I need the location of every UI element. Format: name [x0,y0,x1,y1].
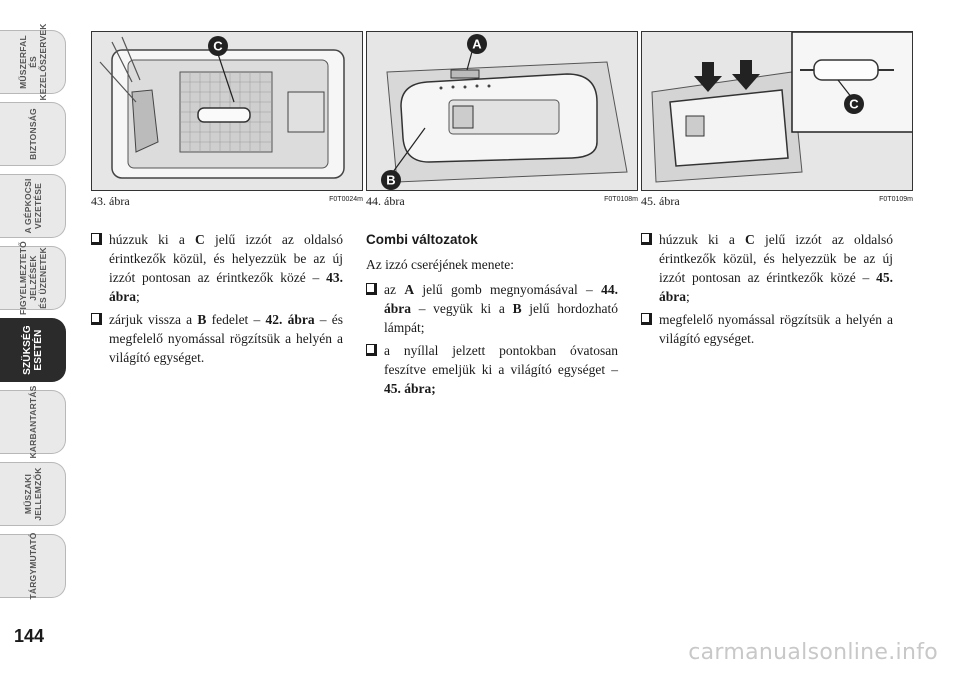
list-item: az A jelű gomb megnyomásával – 44. ábra … [366,280,618,337]
lamp-lift-illustration: C [642,32,912,190]
tab-label: BIZTONSÁG [27,108,38,160]
tab-label: TÁRGYMUTATÓ [27,532,38,600]
figure-44: A B [366,31,638,191]
figure-44-caption: 44. ábra F0T0108m [366,194,638,209]
marker-c: C [849,97,859,112]
figure-43-caption: 43. ábra F0T0024m [91,194,363,209]
section-heading: Combi változatok [366,232,478,247]
caption-text: 45. ábra [641,194,680,208]
lamp-housing-illustration: C [92,32,362,190]
checkbox-bullet-icon [366,344,377,356]
text-column-3: húzzuk ki a C jelű izzót az oldalsó érin… [641,230,893,352]
checkbox-bullet-icon [641,233,652,245]
figure-45: C [641,31,913,191]
figure-code: F0T0024m [329,196,363,203]
list-item: húzzuk ki a C jelű izzót az oldalsó érin… [641,230,893,306]
tab-figyelmezteto-jelzesek[interactable]: FIGYELMEZTETŐ JELZÉSEK ÉS ÜZENETEK [0,241,66,315]
text-column-1: húzzuk ki a C jelű izzót az oldalsó érin… [91,230,343,371]
tab-label: MŰSZAKI JELLEMZŐK [22,467,43,521]
figure-45-caption: 45. ábra F0T0109m [641,194,913,209]
figure-code: F0T0109m [879,196,913,203]
marker-c: C [213,39,223,54]
checkbox-bullet-icon [641,313,652,325]
tab-muszaki-jellemzok[interactable]: MŰSZAKI JELLEMZŐK [0,462,66,526]
figure-code: F0T0108m [604,196,638,203]
intro-text: Az izzó cseréjének menete: [366,257,515,272]
lamp-removal-illustration: A B [367,32,637,190]
list-item: zárjuk vissza a B fedelet – 42. ábra – é… [91,310,343,367]
watermark: carmanualsonline.info [688,640,938,665]
marker-a: A [472,37,482,52]
caption-text: 44. ábra [366,194,405,208]
tab-muszerfal[interactable]: MŰSZERFAL ÉS KEZELŐSZERVEK [0,23,66,101]
tab-szukseg-eseten[interactable]: SZÜKSÉG ESETÉN [0,318,66,382]
tab-biztonsag[interactable]: BIZTONSÁG [0,102,66,166]
list-item: a nyíllal jelzett pontokban óvatosan fes… [366,341,618,398]
marker-b: B [386,173,395,188]
tab-targymutato[interactable]: TÁRGYMUTATÓ [0,532,66,600]
checkbox-bullet-icon [366,283,377,295]
checkbox-bullet-icon [91,233,102,245]
tab-karbantartas[interactable]: KARBANTARTÁS [0,385,66,459]
tab-label: FIGYELMEZTETŐ JELZÉSEK ÉS ÜZENETEK [17,241,48,315]
tab-label: SZÜKSÉG ESETÉN [21,325,44,375]
page-number: 144 [14,626,45,646]
caption-text: 43. ábra [91,194,130,208]
figure-43: C [91,31,363,191]
tab-gepkocsi-vezetese[interactable]: A GÉPKOCSI VEZETÉSE [0,174,66,238]
list-item: megfelelő nyomással rögzítsük a helyén a… [641,310,893,348]
tab-label: KARBANTARTÁS [27,385,38,459]
text-column-2: Combi változatok Az izzó cseréjének mene… [366,230,618,402]
tab-label: A GÉPKOCSI VEZETÉSE [22,178,43,234]
checkbox-bullet-icon [91,313,102,325]
list-item: húzzuk ki a C jelű izzót az oldalsó érin… [91,230,343,306]
tab-label: MŰSZERFAL ÉS KEZELŐSZERVEK [17,23,48,101]
